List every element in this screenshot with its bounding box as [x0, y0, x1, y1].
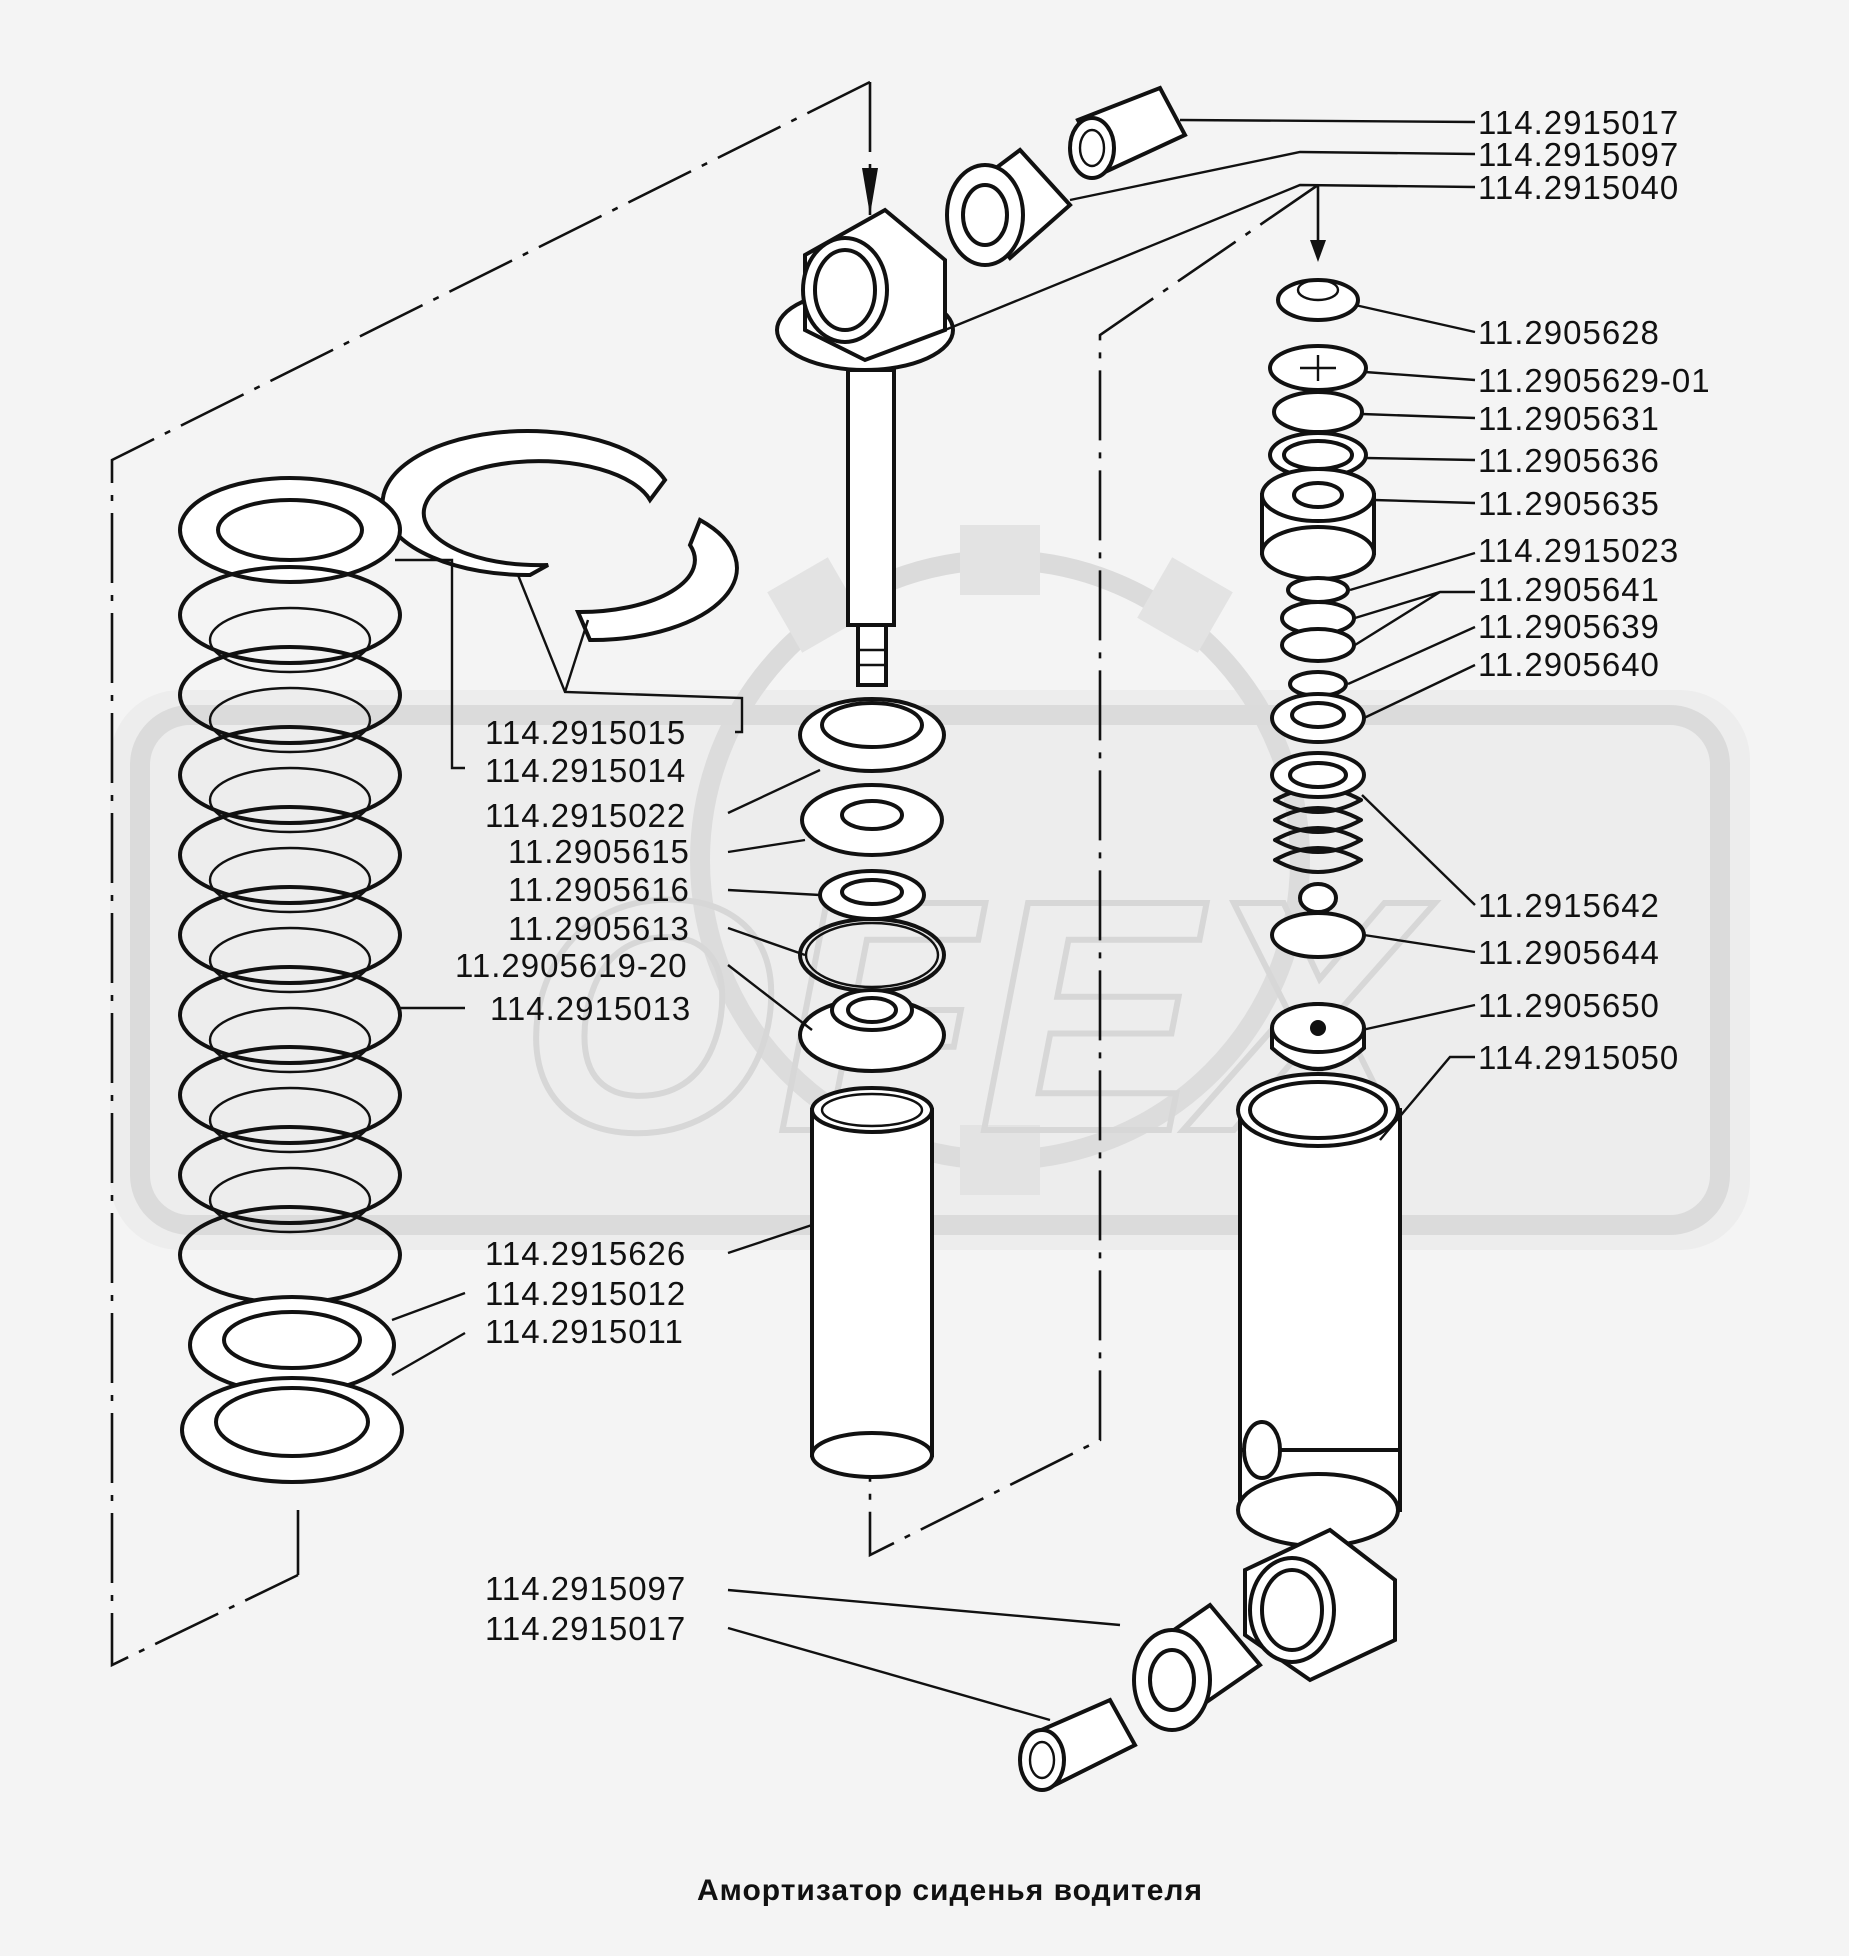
label-11-2905613: 11.2905613 — [508, 910, 690, 947]
label-11-2905619-20: 11.2905619-20 — [455, 947, 688, 984]
label-top-bushing: 114.2915017 — [1478, 104, 1679, 141]
piston-rod — [846, 368, 896, 687]
coil-spring — [178, 476, 404, 1484]
rod-guide-stack — [798, 697, 946, 1073]
label-top-silent-block: 114.2915097 — [1478, 136, 1679, 173]
leader-lines — [391, 118, 1476, 1722]
bottom-bushing — [1018, 1697, 1138, 1792]
valve-stack — [1260, 278, 1376, 1071]
label-114-2915050: 114.2915050 — [1478, 1039, 1679, 1076]
label-11-2905636: 11.2905636 — [1478, 442, 1660, 479]
bottom-eye — [1243, 1527, 1397, 1683]
label-11-2905640: 11.2905640 — [1478, 646, 1660, 683]
label-11-2905641: 11.2905641 — [1478, 571, 1660, 608]
label-top-eye: 114.2915040 — [1478, 169, 1679, 206]
label-11-2905650: 11.2905650 — [1478, 987, 1660, 1024]
label-11-2905639: 11.2905639 — [1478, 608, 1660, 645]
label-11-2905644: 11.2905644 — [1478, 934, 1660, 971]
label-114-2915626: 114.2915626 — [485, 1235, 686, 1272]
top-eye — [775, 207, 955, 372]
label-114-2915015: 114.2915015 — [485, 714, 686, 751]
arrow-down-icon — [862, 168, 878, 215]
bottom-silent-block — [1132, 1602, 1263, 1732]
label-114-2915023: 114.2915023 — [1478, 532, 1679, 569]
working-cylinder — [810, 1086, 934, 1479]
label-114-2915011: 114.2915011 — [485, 1313, 684, 1350]
split-retainer — [380, 429, 739, 643]
label-114-2915013: 114.2915013 — [490, 990, 691, 1027]
label-11-2905635: 11.2905635 — [1478, 485, 1660, 522]
label-114-2915022: 114.2915022 — [485, 797, 686, 834]
label-11-2905628: 11.2905628 — [1478, 314, 1660, 351]
label-11-2905631: 11.2905631 — [1478, 400, 1660, 437]
reservoir-tube — [1236, 1072, 1402, 1548]
top-silent-block — [945, 147, 1073, 267]
top-bushing — [1068, 85, 1188, 180]
label-bottom-silent-block: 114.2915097 — [485, 1570, 686, 1607]
label-bottom-bushing: 114.2915017 — [485, 1610, 686, 1647]
part-labels: 114.2915017 114.2915097 114.2915040 11.2… — [455, 104, 1711, 1647]
label-114-2915014: 114.2915014 — [485, 752, 686, 789]
label-114-2915012: 114.2915012 — [485, 1275, 686, 1312]
arrow-down-icon — [1310, 240, 1326, 262]
label-11-2905629-01: 11.2905629-01 — [1478, 362, 1711, 399]
construction-lines — [110, 80, 1326, 1668]
label-11-2905615: 11.2905615 — [508, 833, 690, 870]
diagram-caption: Амортизатор сиденья водителя — [697, 1874, 1203, 1907]
label-11-2915642: 11.2915642 — [1478, 887, 1660, 924]
label-11-2905616: 11.2905616 — [508, 871, 690, 908]
